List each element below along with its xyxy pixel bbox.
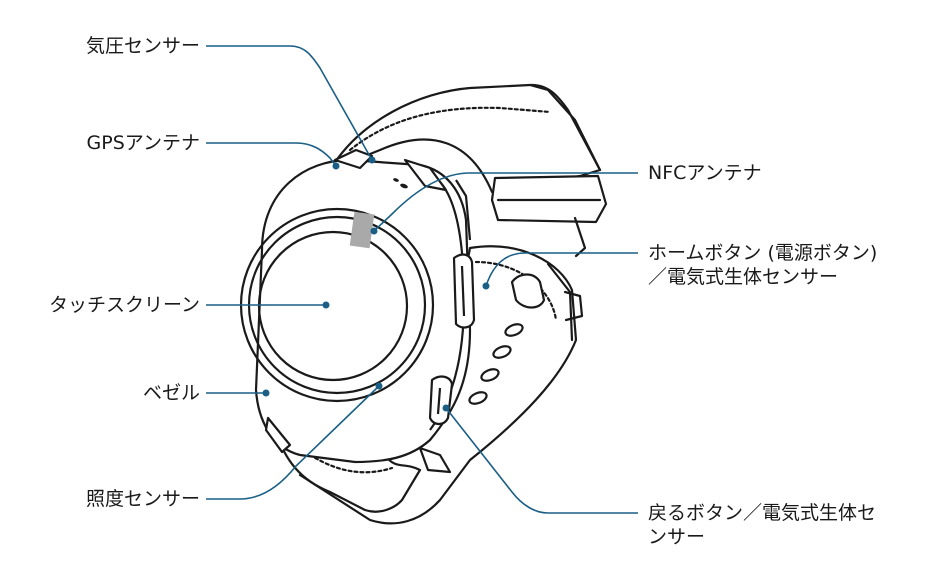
leader-home (485, 252, 638, 287)
label-home-line2: ／電気式生体センサー (648, 266, 839, 288)
dot-nfc (370, 227, 378, 235)
screen-edge (257, 230, 409, 382)
leader-nfc (373, 172, 638, 232)
label-back-button: 戻るボタン／電気式生体セ ンサー (648, 501, 876, 549)
label-nfc-antenna: NFCアンテナ (648, 162, 762, 184)
label-home-line1: ホームボタン (電源ボタン) (648, 242, 878, 264)
barometer-vent (400, 183, 408, 189)
dot-home (482, 282, 490, 290)
dot-gps (332, 162, 340, 170)
upper-strap (328, 83, 602, 194)
label-bezel: ベゼル (142, 382, 200, 404)
leader-back (445, 407, 638, 514)
label-home-button: ホームボタン (電源ボタン) ／電気式生体センサー (648, 241, 877, 289)
strap-buckle (510, 273, 546, 309)
dot-bezel (262, 389, 270, 397)
label-touchscreen: タッチスクリーン (48, 294, 200, 316)
leader-gps (206, 142, 337, 167)
label-gps-antenna: GPSアンテナ (86, 132, 200, 154)
dot-touchscreen (322, 301, 330, 309)
dot-barometer (368, 156, 376, 164)
label-light-sensor: 照度センサー (85, 488, 200, 510)
label-barometer-sensor: 気圧センサー (85, 35, 200, 57)
leader-barometer (206, 45, 373, 161)
back-button (428, 375, 454, 426)
leader-light (206, 385, 380, 500)
nfc-sensor-patch (349, 211, 375, 249)
dot-light (375, 382, 383, 390)
label-back-line1: 戻るボタン／電気式生体セ (648, 502, 877, 524)
label-back-line2: ンサー (648, 526, 706, 548)
dot-back (442, 404, 450, 412)
